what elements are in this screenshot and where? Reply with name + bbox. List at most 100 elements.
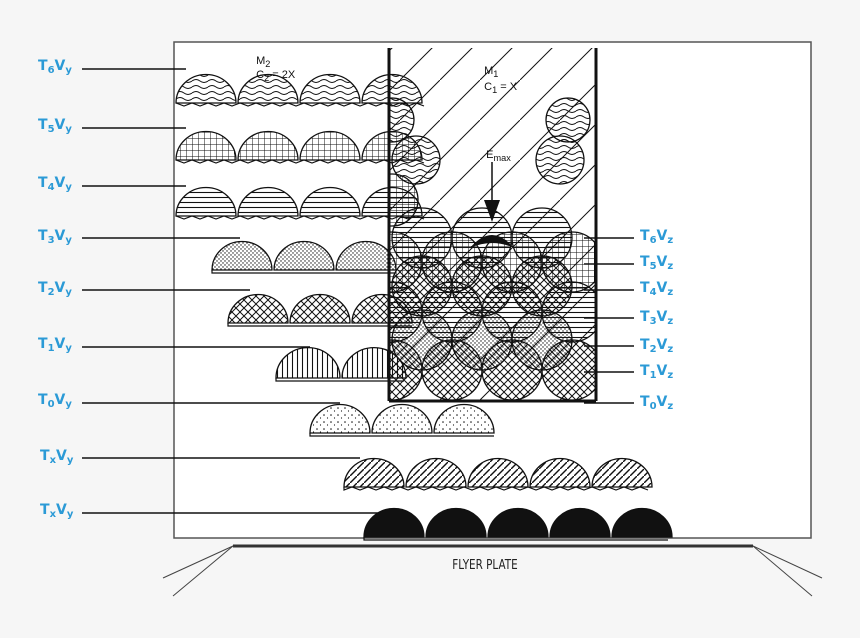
particle bbox=[237, 130, 299, 161]
die-particle bbox=[545, 97, 591, 143]
label-v-sub: z bbox=[667, 316, 674, 327]
label-v-sub: y bbox=[65, 182, 72, 193]
label-t-sub: 5 bbox=[649, 261, 657, 272]
label-v: V bbox=[54, 228, 66, 244]
label-t: T bbox=[38, 336, 48, 352]
left-label: T4Vy bbox=[38, 175, 72, 193]
left-label: T6Vy bbox=[38, 58, 72, 76]
label-t-sub: 0 bbox=[47, 399, 55, 410]
label-t-sub: 1 bbox=[649, 370, 657, 381]
label-v-sub: y bbox=[66, 455, 74, 466]
label-v-sub: z bbox=[667, 370, 674, 381]
row-base bbox=[309, 433, 494, 437]
c2-sub: 2 bbox=[264, 73, 270, 84]
label-v: V bbox=[54, 392, 66, 408]
label-v: V bbox=[54, 58, 66, 74]
label-v: V bbox=[54, 280, 66, 296]
right-label: T2Vz bbox=[640, 337, 673, 355]
label-v: V bbox=[656, 363, 668, 379]
label-v: V bbox=[656, 254, 668, 270]
label-v-sub: y bbox=[66, 509, 74, 520]
row-base bbox=[227, 323, 412, 327]
row-base bbox=[175, 159, 425, 164]
label-leader-lines bbox=[82, 68, 634, 514]
label-v: V bbox=[656, 280, 668, 296]
flyer-plate-caption: FLYER PLATE bbox=[452, 558, 518, 573]
c1-eq: = X bbox=[500, 81, 518, 93]
particle bbox=[433, 403, 495, 434]
m2-sub: 2 bbox=[265, 59, 271, 70]
row-t0 bbox=[309, 403, 495, 437]
particle bbox=[273, 240, 335, 271]
particle bbox=[309, 403, 371, 434]
row-base bbox=[175, 102, 425, 107]
label-v-sub: z bbox=[667, 287, 674, 298]
label-v: V bbox=[54, 117, 66, 133]
label-t: T bbox=[40, 448, 50, 464]
particle bbox=[549, 507, 611, 538]
left-label: T5Vy bbox=[38, 117, 72, 135]
emax-annotation: Emax bbox=[480, 140, 511, 164]
label-v-sub: y bbox=[65, 65, 72, 76]
label-t: T bbox=[38, 117, 48, 133]
label-t-sub: 6 bbox=[649, 235, 657, 246]
row-t4 bbox=[175, 186, 425, 220]
particle bbox=[275, 346, 341, 379]
particle bbox=[591, 457, 653, 488]
c1-sub: 1 bbox=[492, 85, 498, 96]
left-label: T2Vy bbox=[38, 280, 72, 298]
particle bbox=[361, 186, 423, 217]
row-t1 bbox=[275, 346, 407, 382]
label-v: V bbox=[56, 448, 67, 464]
m2-text: M bbox=[256, 55, 266, 67]
particle bbox=[237, 186, 299, 217]
particle bbox=[361, 73, 423, 104]
die-cavity bbox=[387, 48, 598, 403]
label-t-sub: x bbox=[49, 455, 57, 466]
label-t: T bbox=[640, 337, 650, 353]
row-t3 bbox=[211, 240, 397, 274]
label-t-sub: 6 bbox=[47, 65, 55, 76]
label-v-sub: y bbox=[65, 235, 72, 246]
left-label: T3Vy bbox=[38, 228, 72, 246]
label-v: V bbox=[56, 502, 67, 518]
particle bbox=[237, 73, 299, 104]
label-t: T bbox=[40, 502, 50, 518]
label-t-sub: 4 bbox=[47, 182, 55, 193]
label-v-sub: y bbox=[65, 124, 72, 135]
particle bbox=[289, 293, 351, 324]
label-t: T bbox=[640, 363, 650, 379]
particle bbox=[405, 457, 467, 488]
label-t-sub: x bbox=[49, 509, 57, 520]
die-particle bbox=[511, 207, 573, 269]
label-t-sub: 0 bbox=[649, 401, 657, 412]
flyer-plate bbox=[162, 544, 823, 597]
row-base bbox=[175, 215, 425, 220]
label-t: T bbox=[38, 392, 48, 408]
label-v: V bbox=[656, 337, 668, 353]
left-label: TxVy bbox=[40, 448, 73, 466]
label-t: T bbox=[38, 280, 48, 296]
c1-text: C bbox=[484, 81, 493, 93]
row-base bbox=[275, 378, 404, 382]
m2-annotation: M2 bbox=[250, 46, 271, 70]
particle bbox=[175, 73, 237, 104]
particle bbox=[211, 240, 273, 271]
c2-eq: = 2X bbox=[272, 69, 296, 81]
label-v-sub: z bbox=[667, 261, 674, 272]
label-t-sub: 3 bbox=[47, 235, 55, 246]
label-v-sub: z bbox=[667, 344, 674, 355]
particle bbox=[341, 346, 407, 379]
label-v-sub: z bbox=[667, 401, 674, 412]
label-v-sub: y bbox=[65, 399, 72, 410]
left-label: TxVy bbox=[40, 502, 73, 520]
emax-arrow bbox=[484, 162, 500, 222]
particle bbox=[299, 186, 361, 217]
label-t: T bbox=[38, 175, 48, 191]
emax-sub: max bbox=[493, 153, 511, 164]
label-t-sub: 2 bbox=[649, 344, 657, 355]
right-label: T4Vz bbox=[640, 280, 673, 298]
particle bbox=[425, 507, 487, 538]
row-base bbox=[363, 537, 668, 541]
